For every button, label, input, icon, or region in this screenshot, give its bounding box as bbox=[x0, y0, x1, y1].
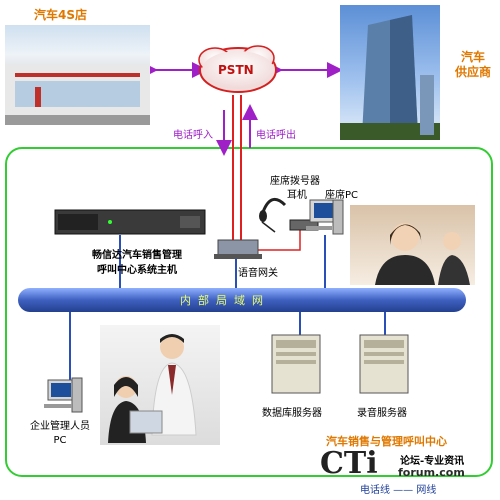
dealer-label: 汽车4S店 bbox=[34, 8, 87, 22]
host-server bbox=[54, 209, 206, 235]
rec-server-device bbox=[359, 334, 409, 394]
phone-line-dialer bbox=[245, 228, 301, 251]
admin-pc-label: 企业管理人员 PC bbox=[30, 421, 90, 446]
center-title: 汽车销售与管理呼叫中心 bbox=[326, 435, 447, 448]
voice-gateway-label: 语音网关 bbox=[238, 268, 278, 279]
admin-pc-device bbox=[44, 377, 83, 413]
pstn-cloud bbox=[198, 45, 277, 93]
call-out-label: 电话呼出 bbox=[256, 130, 296, 141]
call-in-label: 电话呼入 bbox=[173, 130, 213, 141]
supplier-photo bbox=[340, 5, 440, 140]
rec-server-label: 录音服务器 bbox=[357, 408, 407, 419]
lan-bus bbox=[18, 288, 466, 312]
watermark-line1: 论坛-专业资讯 bbox=[400, 456, 465, 467]
headset-device bbox=[259, 197, 287, 233]
seat-dialer-label: 座席拨号器 bbox=[270, 176, 320, 187]
lan-label: 内部局域网 bbox=[180, 294, 270, 307]
host-label: 畅信达汽车销售管理 呼叫中心系统主机 bbox=[92, 250, 182, 276]
db-server-label: 数据库服务器 bbox=[262, 408, 322, 419]
agent-photo bbox=[350, 205, 475, 285]
dialer-device bbox=[289, 219, 319, 231]
dealer-photo bbox=[5, 25, 150, 125]
supplier-label: 汽车 供应商 bbox=[455, 50, 492, 79]
voice-gateway-device bbox=[214, 239, 262, 259]
watermark-line3: 电话线 —— 网线 bbox=[360, 485, 437, 496]
seat-pc-device bbox=[306, 199, 344, 235]
pstn-label: PSTN bbox=[218, 63, 254, 77]
cti-logo: CTi bbox=[320, 446, 378, 481]
staff-photo bbox=[100, 325, 220, 445]
db-server-device bbox=[271, 334, 321, 394]
seat-pc-label: 座席PC bbox=[325, 190, 359, 201]
watermark-line2: forum.com bbox=[398, 466, 465, 479]
headset-label: 耳机 bbox=[287, 190, 307, 201]
